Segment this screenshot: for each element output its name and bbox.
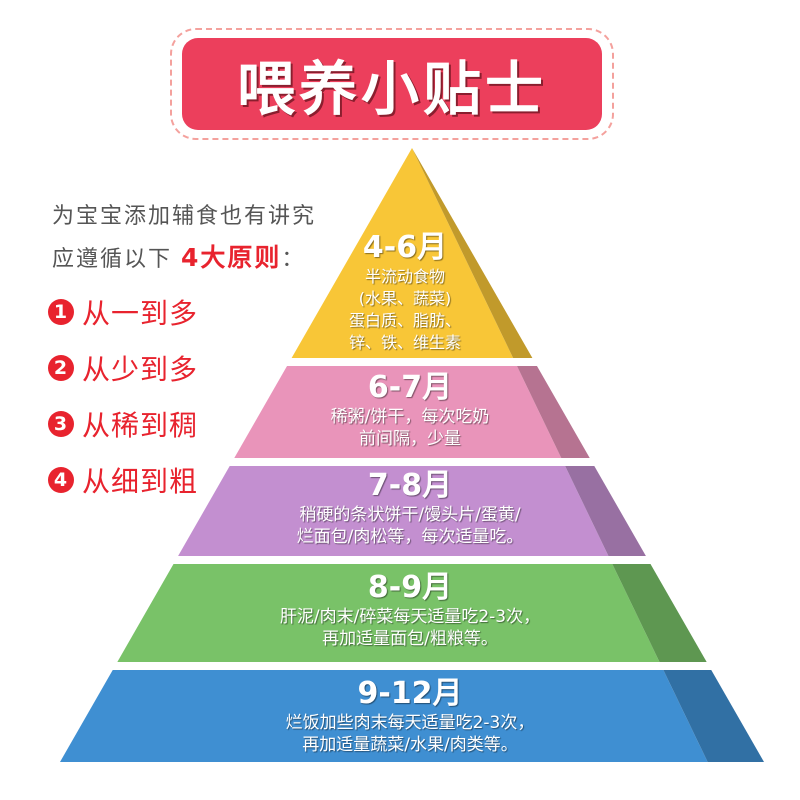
rule-text: 从一到多: [82, 297, 199, 330]
rule-number-badge: 2: [48, 355, 74, 381]
pyramid-tier-3: [178, 466, 609, 556]
tier-month: 9-12月: [357, 676, 463, 711]
tier-month: 6-7月: [367, 370, 453, 405]
rule-number-badge: 1: [48, 299, 74, 325]
tier-label-6-7: 6-7月 稀粥/饼干，每次吃奶 前间隔，少量: [280, 370, 540, 450]
tier-label-7-8: 7-8月 稍硬的条状饼干/馒头片/蛋黄/ 烂面包/肉松等，每次适量吃。: [240, 468, 580, 548]
tier-text: 锌、铁、维生素: [348, 333, 461, 352]
rule-text: 从细到粗: [82, 465, 199, 498]
tier-text: 烂面包/肉松等，每次适量吃。: [296, 527, 524, 547]
rule-text: 从少到多: [82, 353, 199, 386]
rule-2: 2 从少到多: [48, 348, 198, 388]
tier-label-4-6: 4-6月 半流动食物 (水果、蔬菜) 蛋白质、脂肪、 锌、铁、维生素: [330, 230, 480, 354]
tier-text: (水果、蔬菜): [358, 289, 452, 308]
tier-text: 蛋白质、脂肪、: [348, 311, 461, 330]
tier-text: 半流动食物: [364, 267, 445, 286]
rule-number-badge: 3: [48, 411, 74, 437]
tier-text: 前间隔，少量: [359, 429, 461, 449]
intro-prefix: 应遵循以下: [52, 247, 173, 272]
rule-text: 从稀到稠: [82, 409, 199, 442]
tier-text: 再加适量面包/粗粮等。: [322, 629, 498, 649]
pyramid-tier-4: [117, 564, 660, 662]
pyramid-tier-5: [60, 670, 708, 762]
tier-text: 烂饭加些肉末每天适量吃2-3次，: [285, 713, 535, 733]
pyramid-tier-1: [291, 148, 514, 358]
pyramid-tier-side-2: [516, 366, 590, 458]
tier-text: 肝泥/肉末/碎菜每天适量吃2-3次，: [279, 607, 541, 627]
tier-month: 4-6月: [362, 230, 448, 265]
pyramid-tier-side-1: [412, 148, 533, 358]
title-frame: [170, 28, 614, 140]
rule-3: 3 从稀到稠: [48, 404, 198, 444]
intro-line-1: 为宝宝添加辅食也有讲究: [52, 204, 317, 229]
intro-line-2: 应遵循以下 4大原则：: [52, 238, 305, 274]
tier-month: 8-9月: [367, 570, 453, 605]
tier-label-9-12: 9-12月 烂饭加些肉末每天适量吃2-3次， 再加适量蔬菜/水果/肉类等。: [150, 676, 670, 756]
tier-month: 7-8月: [367, 468, 453, 503]
rule-4: 4 从细到粗: [48, 460, 198, 500]
tier-text: 再加适量蔬菜/水果/肉类等。: [302, 735, 518, 755]
pyramid-tier-side-4: [612, 564, 707, 662]
intro-suffix: ：: [281, 247, 306, 272]
tier-label-8-9: 8-9月 肝泥/肉末/碎菜每天适量吃2-3次， 再加适量面包/粗粮等。: [200, 570, 620, 650]
pyramid-tier-side-5: [663, 670, 764, 762]
rule-number-badge: 4: [48, 467, 74, 493]
page-title: 喂养小贴士: [182, 38, 602, 130]
tier-text: 稀粥/饼干，每次吃奶: [330, 407, 490, 427]
tier-text: 稍硬的条状饼干/馒头片/蛋黄/: [299, 505, 521, 525]
principles-emphasis: 4大原则: [181, 243, 282, 272]
pyramid-tier-2: [234, 366, 562, 458]
rule-1: 1 从一到多: [48, 292, 198, 332]
pyramid-tier-side-3: [565, 466, 646, 556]
